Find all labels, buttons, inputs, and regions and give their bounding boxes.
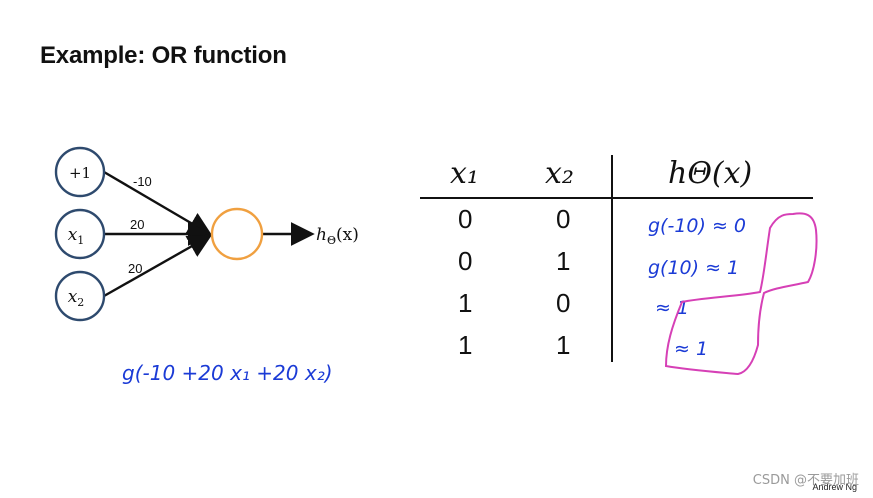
table-cell-r3-x2: 1 <box>556 330 570 360</box>
author-credit: Andrew Ng <box>812 482 857 492</box>
edge-bias <box>103 170 213 236</box>
handwritten-output-r2: ≈ 1 <box>655 297 689 319</box>
handwritten-formula: g(-10 +20 x₁ +20 x₂) <box>122 361 333 385</box>
csdn-watermark: CSDN @不要加班 <box>752 473 859 488</box>
table-cell-r0-x1: 0 <box>458 204 472 234</box>
edge-x2 <box>103 234 213 298</box>
handwritten-output-r1: g(10) ≈ 1 <box>648 257 739 279</box>
table-cell-r2-x1: 1 <box>458 288 472 318</box>
bias-node <box>54 146 106 198</box>
handwritten-output-r0: g(-10) ≈ 0 <box>648 215 746 237</box>
table-cell-r1-x1: 0 <box>458 246 472 276</box>
handwritten-output-r3: ≈ 1 <box>674 338 708 360</box>
input-node-x2-label: x2 <box>68 287 85 309</box>
weight-bias: -10 <box>133 174 152 189</box>
weight-x2: 20 <box>128 261 142 276</box>
weight-x1: 20 <box>130 217 144 232</box>
table-cell-r3-x1: 1 <box>458 330 472 360</box>
table-cell-r1-x2: 1 <box>556 246 570 276</box>
table-header-x1: x₁ <box>450 156 479 191</box>
slide-title: Example: OR function <box>40 42 287 69</box>
output-node <box>210 207 264 261</box>
handwritten-highlight-outline <box>664 212 818 376</box>
table-cell-r0-x2: 0 <box>556 204 570 234</box>
output-label: hΘ(x) <box>316 225 359 247</box>
input-node-x1-label: x1 <box>68 225 85 247</box>
table-cell-r2-x2: 0 <box>556 288 570 318</box>
bias-node-label: +1 <box>69 164 91 182</box>
input-node-x1 <box>54 208 106 260</box>
table-header-h: hΘ(x) <box>668 156 752 191</box>
input-node-x2 <box>54 270 106 322</box>
table-header-x2: x₂ <box>545 156 574 191</box>
